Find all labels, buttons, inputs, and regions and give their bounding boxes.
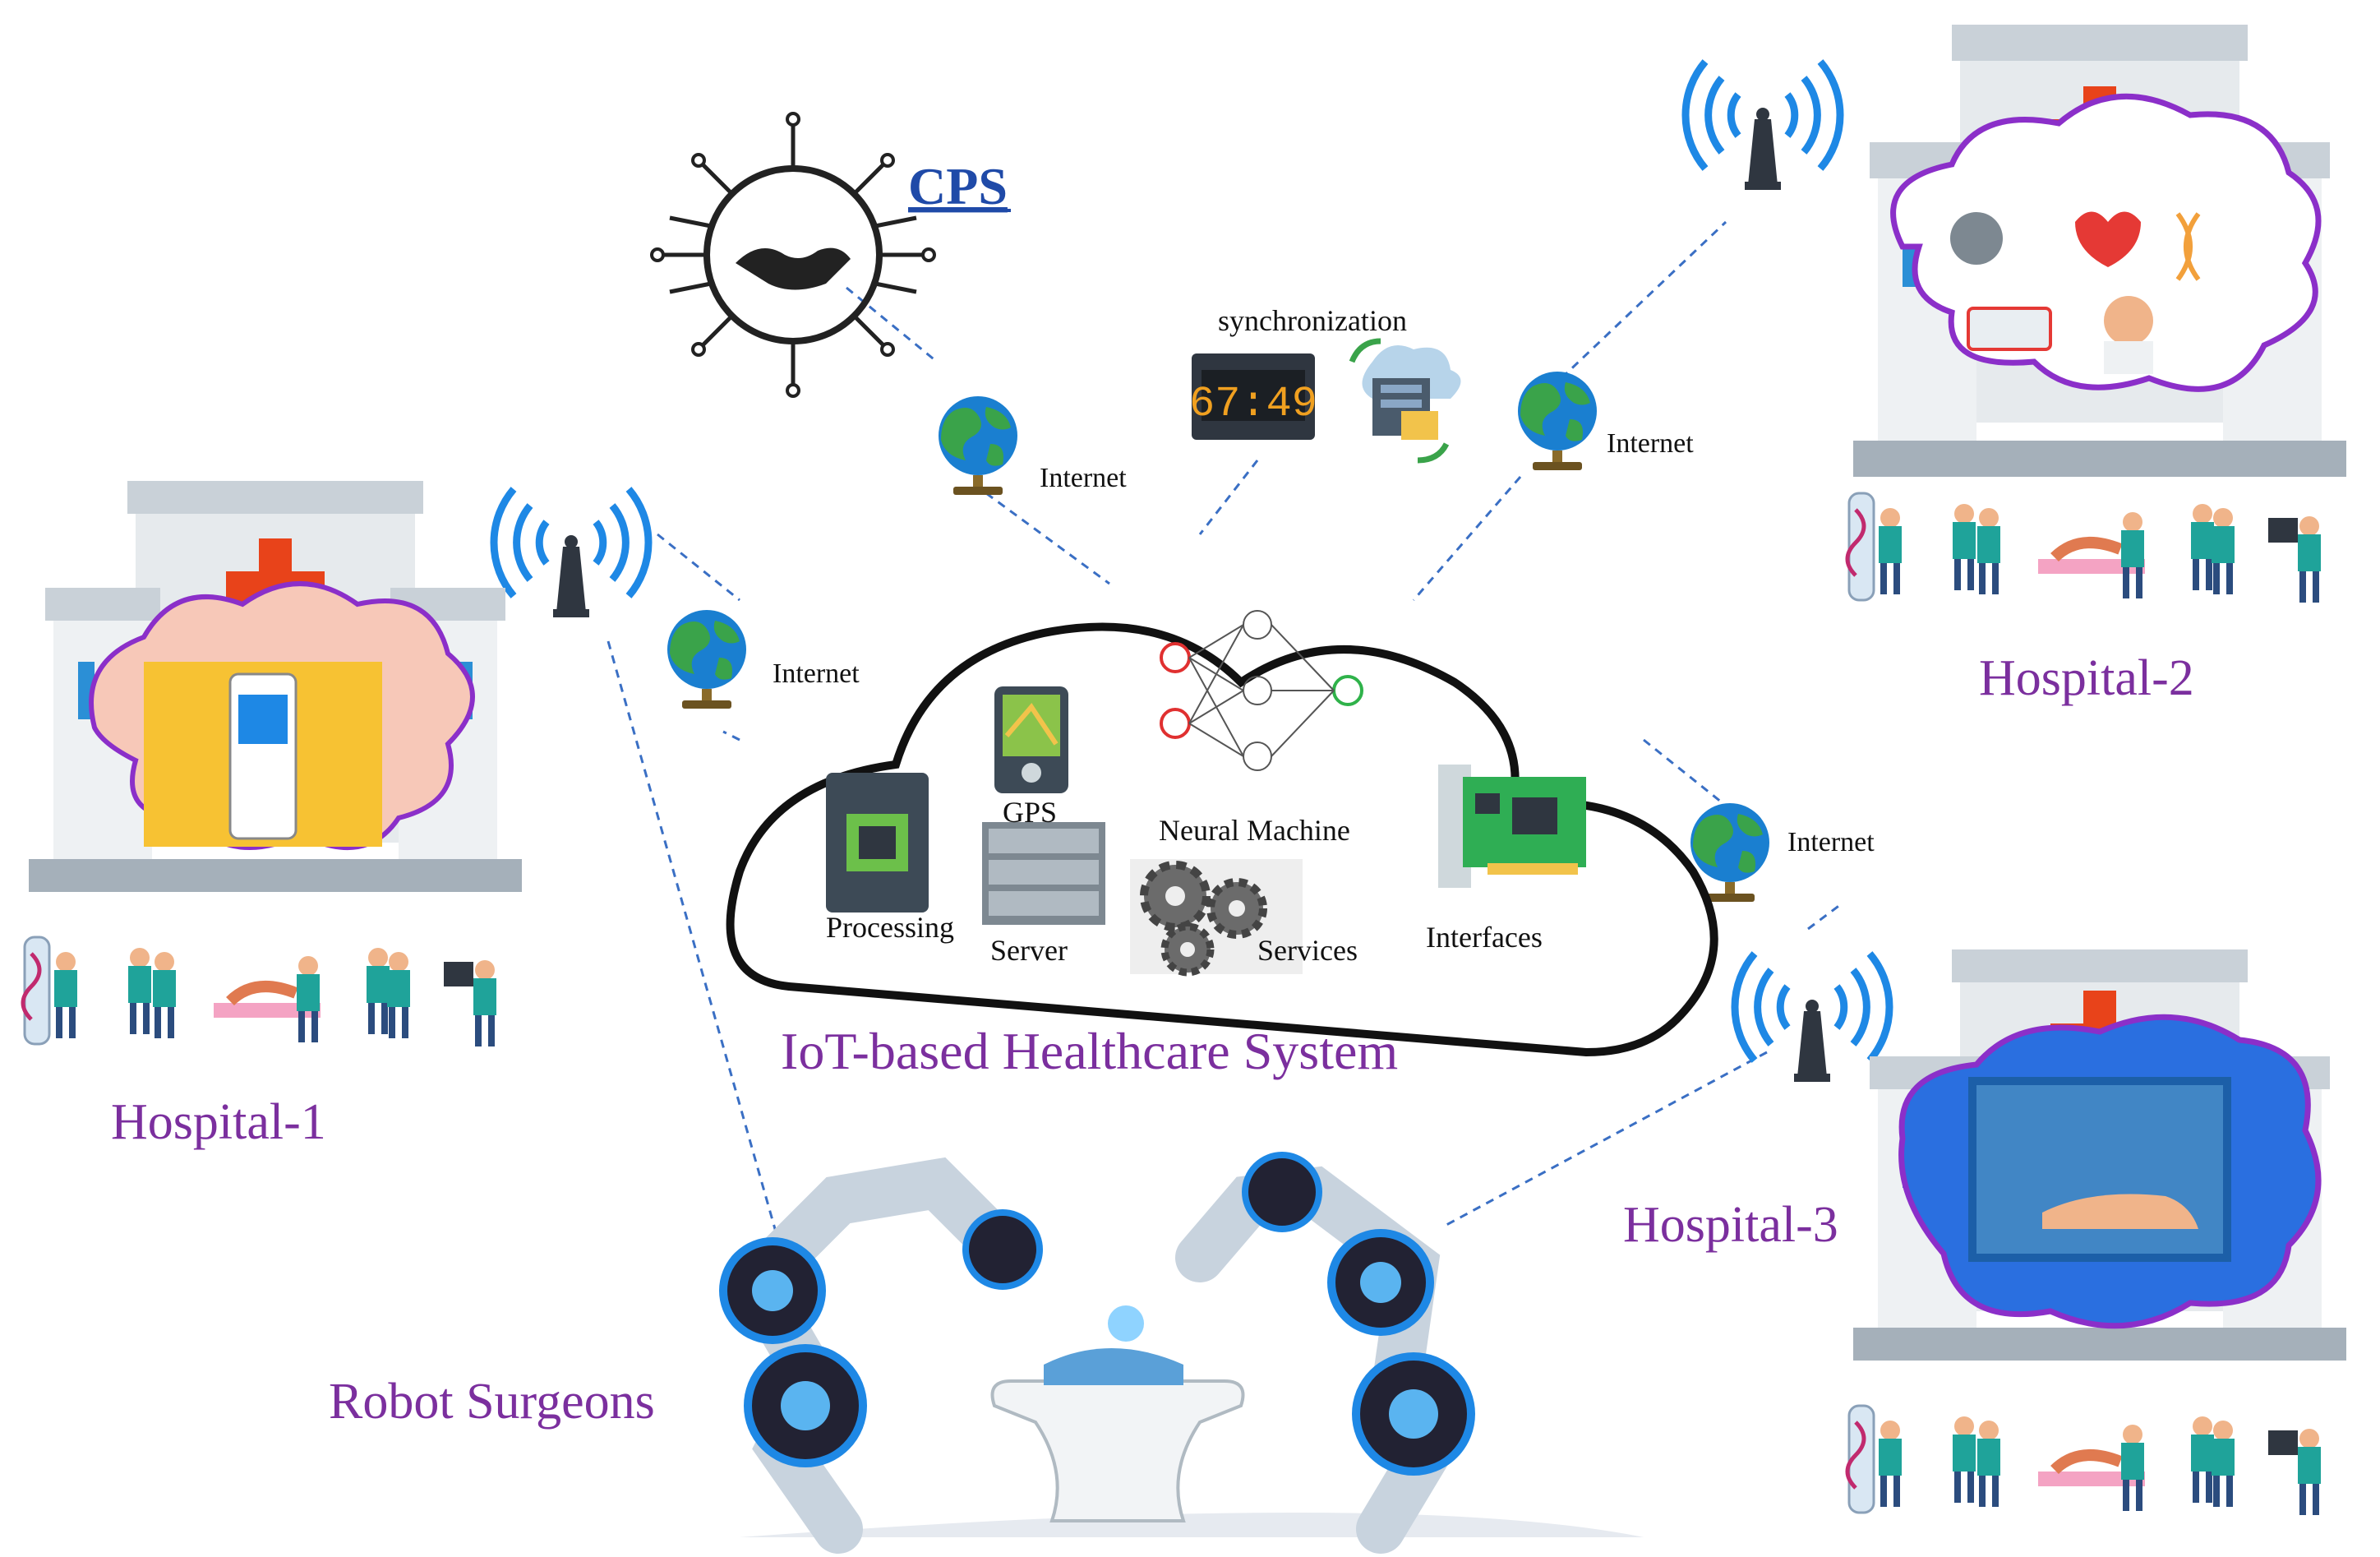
robot-surgeons-label: Robot Surgeons	[329, 1374, 655, 1430]
processing-label: Processing	[826, 911, 954, 944]
clock-time: 67:49	[1189, 380, 1317, 428]
gears-icon	[1130, 859, 1303, 977]
cps-circuit-handshake-icon	[650, 112, 936, 398]
internet-label-top-left: Internet	[1040, 463, 1127, 493]
neural-network-icon	[1160, 610, 1363, 771]
hospital-building-icon	[1853, 25, 2346, 477]
gps-label: GPS	[1003, 796, 1057, 829]
server-label: Server	[990, 934, 1068, 967]
globe-icon	[939, 396, 1017, 495]
connection-lines	[607, 220, 1842, 1308]
gps-device-icon	[994, 686, 1068, 793]
medical-staff-icon	[1847, 1406, 2321, 1515]
interfaces-label: Interfaces	[1426, 921, 1543, 954]
internet-label-left: Internet	[773, 658, 860, 689]
wifi-tower-icon	[1686, 62, 1840, 190]
hospital-3-label: Hospital-3	[1623, 1197, 1838, 1253]
synchronization-label: synchronization	[1218, 304, 1407, 337]
server-rack-icon	[982, 822, 1105, 925]
central-cloud	[726, 622, 1718, 1057]
internet-label-right: Internet	[1787, 827, 1875, 857]
medical-staff-icon	[1847, 493, 2321, 603]
medical-staff-icon	[23, 937, 496, 1046]
processor-chip-icon	[826, 773, 929, 912]
server-sync-icon	[1349, 338, 1461, 464]
wifi-tower-icon	[1735, 954, 1889, 1082]
robot-arm-icon	[719, 1152, 1644, 1554]
services-label: Services	[1257, 934, 1358, 967]
globe-icon	[1518, 372, 1597, 470]
clock-display-icon	[1192, 353, 1315, 440]
neural-machine-label: Neural Machine	[1159, 814, 1350, 847]
hospital-2-label: Hospital-2	[1979, 650, 2194, 706]
globe-icon	[667, 610, 746, 709]
cps-label: CPS	[908, 157, 1008, 215]
hospital-building-icon	[29, 481, 522, 892]
hospital-building-icon	[1853, 949, 2346, 1361]
internet-label-top-right: Internet	[1607, 428, 1694, 459]
wifi-tower-icon	[494, 489, 648, 617]
system-title: IoT-based Healthcare System	[781, 1022, 1398, 1080]
hospital-1-label: Hospital-1	[111, 1094, 326, 1150]
network-card-icon	[1438, 765, 1586, 888]
